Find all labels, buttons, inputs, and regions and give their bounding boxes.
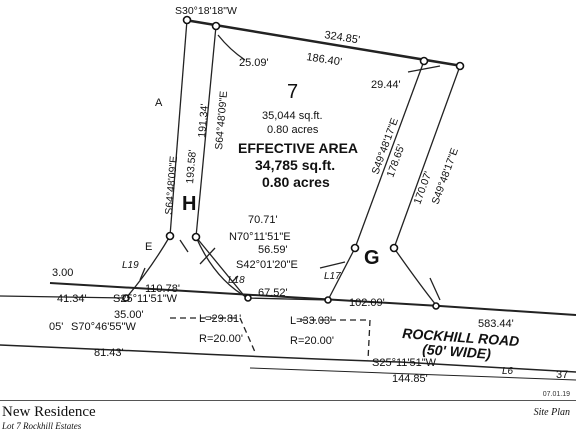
letter-h: H — [182, 193, 196, 215]
monument-pin — [122, 294, 130, 302]
project-title: New Residence — [2, 404, 96, 420]
drawing-date: 07.01.19 — [542, 391, 570, 398]
lot-acres: 0.80 acres — [267, 124, 319, 136]
monument-pin — [419, 56, 429, 66]
right-lot-line — [354, 60, 425, 249]
left-inner-dist: 193.58' — [184, 149, 199, 184]
top-bearing-label: S30°18'18"W — [175, 5, 237, 17]
dist-67-label: 67.52' — [258, 287, 288, 299]
driveway-dash-1 — [170, 317, 256, 353]
left-curve — [125, 235, 171, 299]
right-outer-bearing: S49°48'17"E — [430, 146, 461, 206]
bearing-s70-label: S70°46'55"W — [71, 321, 136, 333]
top-dist-inner-label: 186.40' — [306, 51, 343, 68]
letter-a: A — [155, 97, 163, 109]
right-curve — [393, 247, 437, 306]
driveway-dash-2 — [300, 319, 371, 361]
road-width: (50' WIDE) — [422, 341, 492, 362]
monument-pin — [244, 294, 252, 302]
monument-pin — [324, 296, 332, 304]
curve-r29: R=20.00' — [199, 333, 243, 345]
curve-l29: L=29.81' — [199, 313, 241, 325]
dist-110-label: 110.78' — [145, 283, 180, 295]
dist-56-label: 56.59' — [258, 244, 288, 256]
sheet-name: Site Plan — [533, 407, 570, 418]
dist-05-label: 05' — [49, 321, 63, 333]
lot-front-line-b — [245, 297, 329, 301]
dist-102-label: 102.09' — [349, 297, 385, 309]
dist-35-label: 35.00' — [114, 309, 144, 321]
project-subtitle: Lot 7 Rockhill Estates — [2, 421, 82, 431]
monument-pin — [389, 243, 399, 253]
corner-right-label: 29.44' — [371, 79, 401, 91]
letter-g: G — [364, 247, 380, 269]
curve-l6: L6 — [502, 366, 514, 377]
frag-e: E — [145, 241, 152, 253]
frag-300: 3.00 — [52, 267, 73, 279]
monument-pin — [191, 232, 201, 242]
road-edge-top — [49, 282, 576, 316]
top-boundary-line — [184, 18, 463, 68]
corner-left-label: 25.09' — [239, 57, 269, 69]
frag-37: 37 — [556, 369, 568, 381]
monument-pin — [432, 302, 440, 310]
bearing-56-label: S42°01'20"E — [236, 259, 298, 271]
frag-81: 81.43' — [94, 347, 124, 359]
dist-70-label: 70.71' — [248, 214, 278, 226]
effective-acres: 0.80 acres — [262, 174, 330, 190]
bearing-s25-label: S25°11'51"W — [113, 293, 178, 305]
lot-front-line-a — [195, 236, 247, 299]
curve-l33: L=33.03' — [290, 315, 332, 327]
left-lot-bearing: S64°48'09"E — [213, 90, 230, 150]
left-outer-bearing: S64°48'09"E — [163, 155, 180, 215]
curve-l18: L18 — [228, 275, 245, 286]
curve-r33: R=20.00' — [290, 335, 334, 347]
road-edge-bottom — [0, 344, 576, 373]
monument-pin — [165, 231, 175, 241]
top-dist-outer-label: 324.85' — [324, 29, 361, 46]
road-edge-left — [0, 295, 127, 299]
left-outer-line — [169, 19, 188, 237]
road-edge-lower — [249, 367, 576, 381]
monument-pin — [350, 243, 360, 253]
effective-area: 34,785 sq.ft. — [255, 157, 335, 173]
bearing-s25-bottom: S25°11'51"W — [372, 357, 437, 369]
title-block: 07.01.19 New Residence Lot 7 Rockhill Es… — [0, 391, 576, 433]
right-outer-line — [393, 65, 461, 249]
curve-l17: L17 — [324, 271, 341, 282]
bearing-70-label: N70°11'51"E — [229, 231, 291, 243]
dist-583-label: 583.44' — [478, 318, 514, 330]
curve-l19: L19 — [122, 260, 139, 271]
monument-pin — [455, 61, 465, 71]
site-plan-drawing: S30°18'18"W 324.85' 186.40' 25.09' 29.44… — [0, 5, 576, 385]
dist-41-label: 41.34' — [57, 293, 87, 305]
left-lot-dist: 191.34' — [196, 103, 211, 138]
effective-title: EFFECTIVE AREA — [238, 140, 358, 156]
lot-area: 35,044 sq.ft. — [262, 110, 323, 122]
monument-pin — [182, 15, 192, 25]
monument-pin — [211, 21, 221, 31]
lot-number: 7 — [287, 81, 298, 103]
dist-144-label: 144.85' — [392, 373, 428, 385]
lot-front-line-c — [327, 247, 356, 301]
left-lot-line — [195, 25, 217, 238]
